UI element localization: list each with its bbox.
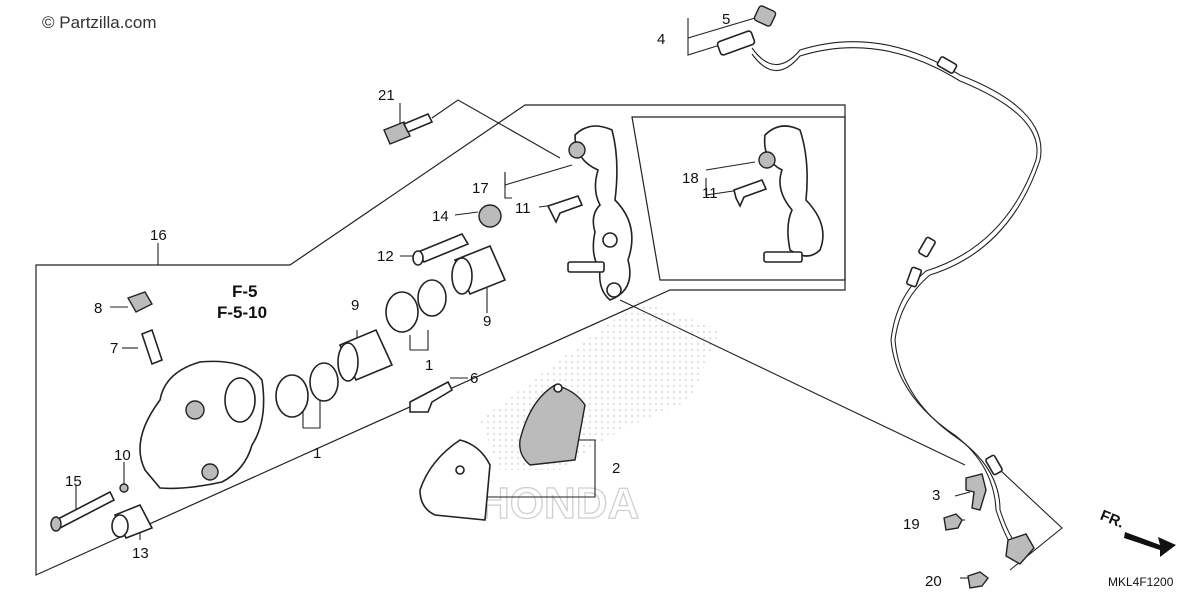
callout-5[interactable]: 5 — [722, 11, 730, 28]
piston-seal-1c — [385, 291, 419, 333]
reference-label-1: F-5 — [232, 282, 258, 301]
callout-18[interactable]: 18 — [682, 170, 699, 187]
callout-13[interactable]: 13 — [132, 545, 149, 562]
callout-21[interactable]: 21 — [378, 87, 395, 104]
callout-9a[interactable]: 9 — [351, 297, 359, 314]
bleeder-valve-7 — [141, 328, 163, 366]
callout-10[interactable]: 10 — [114, 447, 131, 464]
callout-11b[interactable]: 11 — [702, 185, 718, 202]
cap-13 — [111, 503, 154, 540]
brake-pad-set-2 — [419, 383, 586, 521]
background-logo: HONDA — [477, 300, 720, 529]
callout-3[interactable]: 3 — [932, 487, 940, 504]
caliper-bracket-18 — [758, 125, 824, 263]
pad-spring-11b — [733, 178, 768, 208]
speed-sensor-assembly — [716, 5, 1042, 589]
piston-seal-1b — [309, 362, 339, 402]
plug-10 — [119, 483, 129, 493]
callout-16[interactable]: 16 — [150, 227, 167, 244]
background-logo-text: HONDA — [478, 479, 639, 528]
bolt-19 — [943, 513, 963, 531]
piston-seal-1a — [275, 374, 309, 418]
callout-15[interactable]: 15 — [65, 473, 82, 490]
caliper-bracket-17 — [567, 125, 633, 301]
bracket-box-18 — [631, 116, 846, 281]
callout-14[interactable]: 14 — [432, 208, 449, 225]
leader-lines — [75, 17, 1063, 579]
callout-6[interactable]: 6 — [470, 370, 478, 387]
bleeder-cap-8 — [126, 291, 153, 313]
sensor-bracket-3 — [965, 473, 987, 511]
boot-14 — [478, 204, 502, 228]
callout-9b[interactable]: 9 — [483, 313, 491, 330]
reference-label-2: F-5-10 — [217, 303, 267, 322]
callout-2[interactable]: 2 — [612, 460, 620, 477]
callout-17[interactable]: 17 — [472, 180, 489, 197]
piston-9a — [337, 328, 394, 382]
bolt-20 — [967, 571, 989, 589]
piston-seal-1d — [417, 279, 447, 317]
pin-bolt-15 — [50, 490, 116, 532]
front-label: FR. — [1098, 507, 1127, 532]
bolt-21 — [383, 112, 434, 145]
caliper-body — [139, 360, 265, 490]
pad-spring-6 — [409, 380, 454, 413]
front-direction-indicator: FR. — [1098, 507, 1176, 557]
callout-20[interactable]: 20 — [925, 573, 942, 590]
pad-spring-11a — [546, 195, 584, 224]
callout-1b[interactable]: 1 — [313, 445, 321, 462]
callout-4[interactable]: 4 — [657, 31, 665, 48]
watermark-text: © Partzilla.com — [42, 13, 157, 32]
callout-12[interactable]: 12 — [377, 248, 394, 265]
wheel-speed-sensor — [1005, 533, 1035, 565]
sensor-connector-4 — [716, 30, 756, 56]
diagram-code: MKL4F1200 — [1108, 575, 1174, 589]
callout-19[interactable]: 19 — [903, 516, 920, 533]
callout-11a[interactable]: 11 — [515, 200, 531, 217]
piston-9b — [451, 244, 507, 296]
slide-pin-12 — [412, 232, 470, 266]
callout-7[interactable]: 7 — [110, 340, 118, 357]
callout-8[interactable]: 8 — [94, 300, 102, 317]
connector-clip-5 — [753, 5, 777, 27]
callout-1a[interactable]: 1 — [425, 357, 433, 374]
